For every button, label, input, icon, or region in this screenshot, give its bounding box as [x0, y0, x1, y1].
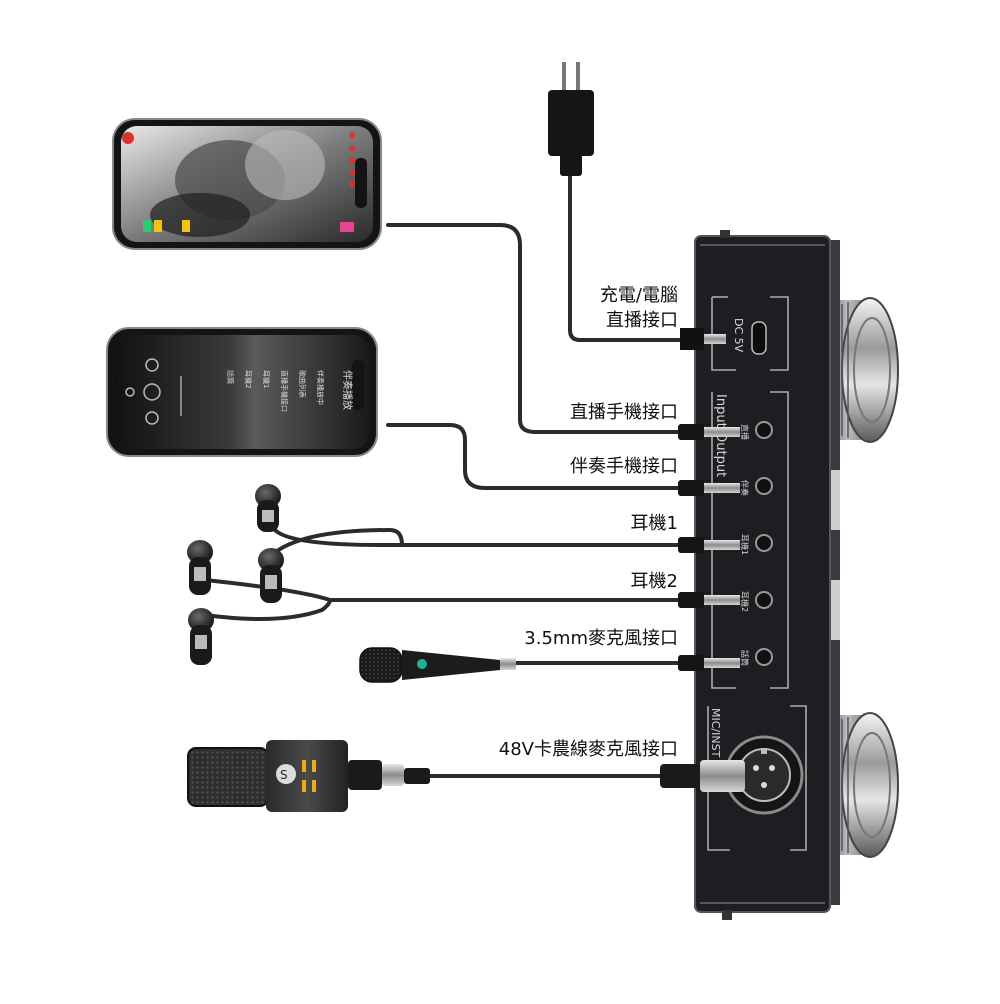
plug-mic35	[678, 655, 740, 671]
label-earphone2: 耳機2	[630, 571, 678, 592]
label-mic35: 3.5mm麥克風接口	[524, 628, 678, 649]
svg-text:S: S	[280, 768, 288, 782]
port-mark-accomp: 伴奏	[740, 480, 750, 496]
cables	[203, 173, 692, 778]
plug-ear2	[678, 592, 740, 608]
label-accomp-phone: 伴奏手機接口	[570, 456, 678, 477]
phone2-item: 歌曲列表	[298, 370, 307, 398]
earphone1-cable	[268, 518, 692, 547]
plug-accomp	[678, 480, 740, 496]
label-xlr: 48V卡農線麥克風接口	[498, 739, 678, 760]
accomp-phone: 伴奏播放 伴奏播放中 歌曲列表 直播手機接口 耳機1 耳機2 話筒	[106, 327, 378, 457]
phone2-item: 直播手機接口	[280, 370, 289, 412]
label-charge-line2: 直播接口	[606, 310, 678, 331]
phone2-item: 伴奏播放中	[316, 370, 325, 405]
handheld-mic-35	[359, 647, 516, 683]
earphones-2	[187, 540, 214, 665]
live-phone	[112, 118, 382, 250]
label-charge-line1: 充電/電腦	[599, 285, 678, 306]
phone2-title: 伴奏播放	[341, 370, 354, 410]
xlr-plug-device-end	[660, 760, 745, 792]
live-phone-cable	[386, 223, 692, 434]
usb-c-plug	[680, 328, 726, 350]
port-mark-live: 直播	[740, 424, 750, 440]
plugs	[660, 328, 745, 792]
earphones-1	[255, 484, 284, 603]
sound-card-device: DC 5V Input/Output 直播 伴奏 耳機1 耳機2 話筒 MIC/…	[694, 230, 899, 920]
jack-ports	[755, 421, 773, 666]
port-mark-mic: 話筒	[740, 650, 750, 666]
label-earphone1: 耳機1	[630, 513, 678, 534]
phone2-item: 話筒	[226, 370, 235, 384]
condenser-mic: S	[187, 740, 430, 812]
dc-mark: DC 5V	[732, 318, 745, 353]
plug-ear1	[678, 537, 740, 553]
charge-cable	[568, 173, 692, 342]
phone2-item: 耳機1	[262, 370, 271, 388]
port-mark-ear1: 耳機1	[740, 534, 750, 555]
usb-c-port	[751, 321, 767, 355]
phone2-item: 耳機2	[244, 370, 253, 388]
accomp-phone-cable	[386, 423, 692, 490]
earphone2-cable	[203, 578, 692, 602]
charger-adapter	[548, 62, 594, 176]
label-live-phone: 直播手機接口	[570, 402, 678, 423]
mic-inst-mark: MIC/INST	[709, 708, 722, 758]
plug-live	[678, 424, 740, 440]
port-mark-ear2: 耳機2	[740, 591, 750, 612]
